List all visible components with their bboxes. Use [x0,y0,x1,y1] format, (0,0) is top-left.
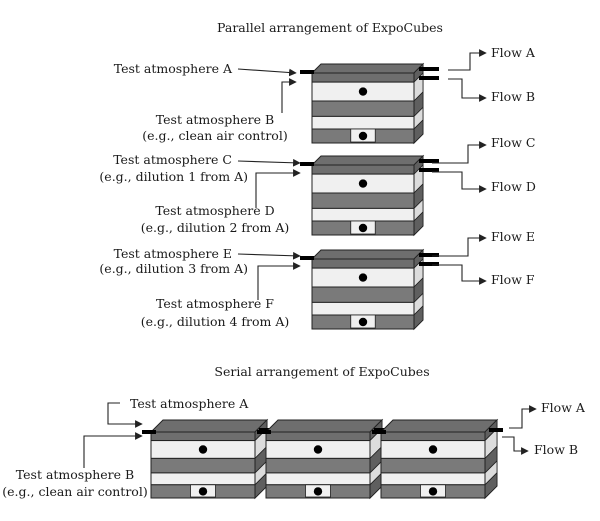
serial-cube-2-top-face [264,419,384,433]
serial-cube-1-front-band-0 [150,431,256,442]
serial-title: Serial arrangement of ExpoCubes [214,364,429,379]
cube1-outlet-bottom-label: Flow B [491,89,535,104]
serial-cube-1-front-band-2 [150,457,256,474]
cube2-outlet-bottom-label: Flow D [491,179,536,194]
parallel-labels: Test atmosphere A Test atmosphere B (e.g… [99,45,535,329]
serial-arrows [83,402,537,468]
cube3-inlet-top-arrow [237,251,301,260]
cube1-outlet-top-label: Flow A [491,45,536,60]
cube2-outlet-bottom-arrow [432,171,487,193]
parallel-cube-1-connector-2 [419,76,439,80]
parallel-cube-3-connector-1 [419,253,439,257]
cube1-inlet-top-arrow [237,68,297,77]
serial-cube-3-port-lower [428,487,438,496]
cube1-inlet-bottom-label-2: (e.g., clean air control) [142,128,287,143]
serial-labels: Test atmosphere A Test atmosphere B (e.g… [2,396,586,499]
parallel-cube-3-front-band-3 [311,301,415,316]
cube3-outlet-bottom-label: Flow F [491,272,535,287]
parallel-cube-1-port-upper [358,87,368,96]
parallel-cube-2-front-band-3 [311,207,415,222]
parallel-cube-3-port-lower [358,317,368,327]
serial-cubes [142,418,503,500]
cube1-inlet-bottom-arrow [281,78,297,113]
cube1-outlet-top-arrow [448,49,487,71]
cube2-inlet-top-label-2: (e.g., dilution 1 from A) [99,169,248,184]
cube3-outlet-top-label: Flow E [491,229,535,244]
serial-cube-2-front-band-3 [265,472,371,486]
cube1-outlet-bottom-arrow [448,78,487,102]
serial-inlet-top-arrow [107,402,143,428]
parallel-cube-1-connector-0 [300,70,314,74]
parallel-cube-1-front-band-0 [311,72,415,83]
serial-cube-3-front-band-0 [380,431,486,442]
cube1-inlet-top-label: Test atmosphere A [114,61,233,76]
serial-cube-3-port-upper [428,445,438,454]
parallel-arrows [237,49,487,300]
parallel-cube-1-front-band-2 [311,100,415,117]
parallel-cube-1-connector-1 [419,67,439,71]
parallel-cube-2-front-band-2 [311,192,415,209]
parallel-cube-2-front-band-0 [311,164,415,175]
serial-cube-2-port-upper [313,445,323,454]
parallel-cube-2-connector-1 [419,159,439,163]
parallel-cube-2-top-face [310,155,425,166]
cube2-outlet-top-arrow [432,141,487,164]
parallel-cube-2-connector-0 [300,162,314,166]
serial-cube-2-port-lower [313,487,323,496]
parallel-cube-3-front-band-0 [311,258,415,269]
cube3-inlet-bottom-label-2: (e.g., dilution 4 from A) [141,314,290,329]
cube3-outlet-bottom-arrow [432,264,487,285]
cube3-inlet-top-label-1: Test atmosphere E [114,246,232,261]
parallel-cube-1-front-band-3 [311,115,415,130]
serial-outlet-bottom-label: Flow B [534,442,578,457]
serial-cube-1-port-lower [198,487,208,496]
serial-cube-1-port-upper [198,445,208,454]
parallel-cube-1-top-face [310,63,425,74]
serial-cube-3-top-face [379,419,499,433]
serial-inlet-bottom-label-1: Test atmosphere B [16,467,134,482]
serial-cube-1-connector-0 [142,430,156,434]
cube2-outlet-top-label: Flow C [491,135,535,150]
serial-inlet-bottom-label-2: (e.g., clean air control) [2,484,147,499]
cube3-outlet-top-arrow [432,234,487,257]
serial-cube-3-connector-0 [372,430,386,434]
parallel-title: Parallel arrangement of ExpoCubes [217,20,443,35]
cube3-inlet-bottom-label-1: Test atmosphere F [156,296,274,311]
serial-cube-2-front-band-2 [265,457,371,474]
cube2-inlet-bottom-arrow [255,169,301,208]
serial-inlet-bottom-arrow [83,432,143,468]
parallel-cube-3-front-band-2 [311,286,415,303]
parallel-cube-2-connector-2 [419,168,439,172]
cube1-inlet-bottom-label-1: Test atmosphere B [156,112,274,127]
cube2-inlet-bottom-label-2: (e.g., dilution 2 from A) [141,220,290,235]
cube2-inlet-bottom-label-1: Test atmosphere D [155,203,274,218]
parallel-cubes [300,62,439,331]
serial-cube-3-connector-1 [489,428,503,432]
serial-cube-2-front-band-0 [265,431,371,442]
serial-cube-1-front-band-3 [150,472,256,486]
serial-cube-2-connector-0 [257,430,271,434]
serial-cube-1-top-face [149,419,269,433]
parallel-cube-3-top-face [310,249,425,260]
parallel-cube-2-port-upper [358,179,368,188]
parallel-cube-2-port-lower [358,223,368,233]
parallel-cube-3-connector-2 [419,262,439,266]
serial-outlet-top-label: Flow A [541,400,586,415]
cube2-inlet-top-label-1: Test atmosphere C [113,152,232,167]
serial-outlet-bottom-arrow [502,436,529,455]
cube3-inlet-top-label-2: (e.g., dilution 3 from A) [99,261,248,276]
cube2-inlet-top-arrow [237,158,301,167]
cube3-inlet-bottom-arrow [257,262,301,300]
serial-cube-3-front-band-2 [380,457,486,474]
serial-outlet-top-arrow [509,405,537,429]
serial-inlet-top-label: Test atmosphere A [130,396,249,411]
parallel-cube-3-connector-0 [300,256,314,260]
serial-cube-3-front-band-3 [380,472,486,486]
parallel-cube-3-port-upper [358,273,368,282]
parallel-cube-1-port-lower [358,131,368,141]
